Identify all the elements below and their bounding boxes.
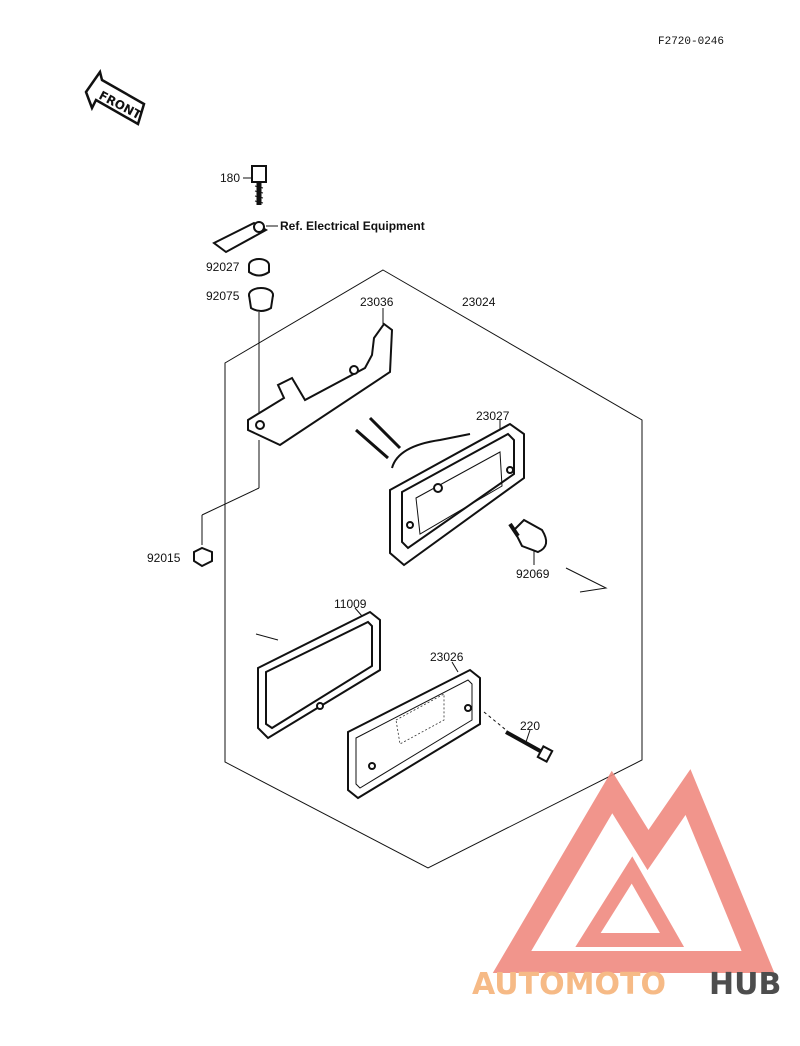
gasket-11009-icon	[257, 610, 381, 740]
part-number-23026: 23026	[430, 650, 464, 664]
watermark-logo: AUTOMOTO HUB	[472, 769, 781, 1002]
lamp-housing-23027-icon	[355, 416, 525, 567]
part-number-180: 180	[220, 171, 240, 185]
grommet-92075-icon	[248, 287, 274, 312]
part-number-23036: 23036	[360, 295, 394, 309]
bolt-180-icon	[251, 165, 267, 205]
screw-220-icon	[505, 730, 554, 763]
part-number-92075: 92075	[206, 289, 240, 303]
watermark-text-part2: HUB	[709, 967, 781, 1002]
part-number-92015: 92015	[147, 551, 181, 565]
part-number-11009: 11009	[334, 597, 367, 611]
watermark-text-part1: AUTOMOTO	[472, 967, 666, 1002]
lens-23026-icon	[347, 668, 481, 800]
assembly-boundary	[224, 269, 643, 869]
watermark-triangle-icon	[492, 769, 775, 973]
nut-92015-icon	[193, 546, 213, 568]
wire-terminal-icon	[212, 221, 269, 254]
part-number-220: 220	[520, 719, 540, 733]
part-number-92027: 92027	[206, 260, 240, 274]
part-number-92069: 92069	[516, 567, 550, 581]
washer-92027-icon	[248, 258, 270, 277]
front-arrow-icon: FRONT	[84, 69, 146, 126]
bracket-23036-icon	[247, 322, 394, 447]
part-number-23024: 23024	[462, 295, 496, 309]
ref-note: Ref. Electrical Equipment	[280, 219, 425, 233]
bulb-92069-icon	[508, 518, 548, 554]
part-number-23027: 23027	[476, 409, 510, 423]
drawing-code: F2720-0246	[658, 36, 724, 48]
